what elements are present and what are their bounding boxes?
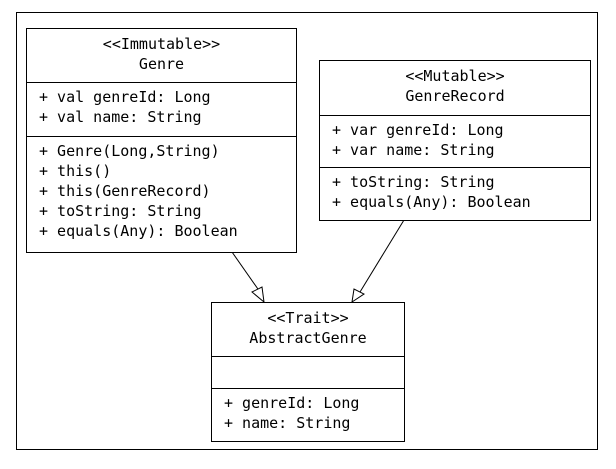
operation: + toString: String xyxy=(332,173,495,191)
class-genrerecord-stereotype: <<Mutable>> xyxy=(405,67,505,85)
operation: + this(GenreRecord) xyxy=(39,182,211,200)
class-genrerecord-operations: + toString: String + equals(Any): Boolea… xyxy=(320,168,590,220)
class-genre-attributes: + val genreId: Long + val name: String xyxy=(27,83,296,137)
operation: + Genre(Long,String) xyxy=(39,142,220,160)
class-abstractgenre-attributes xyxy=(212,357,404,389)
operation: + this() xyxy=(39,162,112,180)
operation: + toString: String xyxy=(39,202,202,220)
attribute: + var genreId: Long xyxy=(332,121,504,139)
class-genrerecord-name: GenreRecord xyxy=(405,87,505,105)
class-genre-name: Genre xyxy=(138,55,185,73)
attribute: + val genreId: Long xyxy=(39,88,211,106)
class-abstractgenre-name: AbstractGenre xyxy=(249,329,367,347)
class-abstractgenre-stereotype: <<Trait>> xyxy=(267,309,349,327)
operation: + equals(Any): Boolean xyxy=(332,193,531,211)
class-genre-operations: + Genre(Long,String) + this() + this(Gen… xyxy=(27,137,296,252)
class-genre[interactable]: <<Immutable>> Genre + val genreId: Long … xyxy=(26,28,297,253)
attribute: + var name: String xyxy=(332,141,495,159)
class-abstractgenre-operations: + genreId: Long + name: String xyxy=(212,389,404,441)
class-genrerecord[interactable]: <<Mutable>> GenreRecord + var genreId: L… xyxy=(319,60,591,221)
operation: + equals(Any): Boolean xyxy=(39,222,238,240)
class-abstractgenre-header: <<Trait>> AbstractGenre xyxy=(212,303,404,357)
operation: + genreId: Long xyxy=(224,394,360,412)
class-genre-stereotype: <<Immutable>> xyxy=(102,35,221,53)
class-genre-header: <<Immutable>> Genre xyxy=(27,29,296,83)
operation: + name: String xyxy=(224,414,351,432)
attribute: + val name: String xyxy=(39,108,202,126)
class-genrerecord-header: <<Mutable>> GenreRecord xyxy=(320,61,590,116)
class-genrerecord-attributes: + var genreId: Long + var name: String xyxy=(320,116,590,168)
class-abstractgenre[interactable]: <<Trait>> AbstractGenre + genreId: Long … xyxy=(211,302,405,442)
